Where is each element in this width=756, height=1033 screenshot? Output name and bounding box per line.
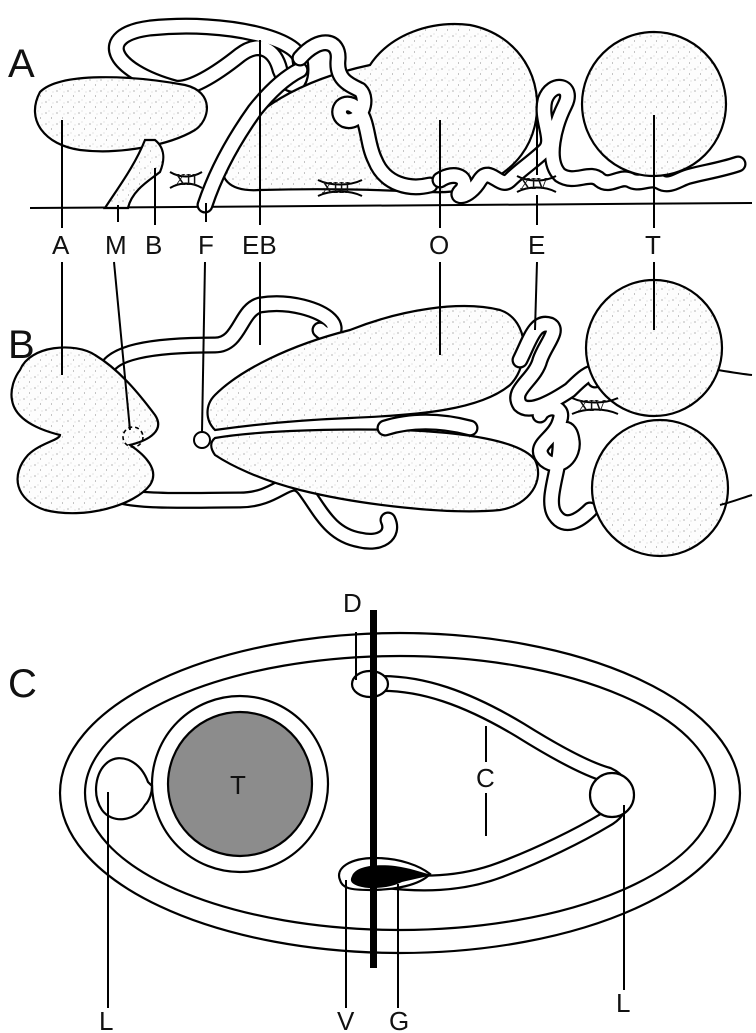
panel-a-letter: A xyxy=(8,42,35,86)
atrium-a xyxy=(35,77,207,151)
segment-xiii-label: XIII xyxy=(322,179,351,197)
label-d: D xyxy=(343,588,362,618)
label-l-right: L xyxy=(616,988,630,1018)
label-eb: EB xyxy=(242,230,277,260)
label-row-a: A M B F EB O E T xyxy=(52,230,661,260)
segment-xii-label: XII xyxy=(175,171,198,189)
body-wall-line xyxy=(30,203,752,208)
label-c: C xyxy=(476,763,495,793)
label-t-c: T xyxy=(230,770,246,800)
label-m: M xyxy=(105,230,127,260)
segment-xiv-label: XIV xyxy=(520,175,549,193)
panel-b: B XIV xyxy=(8,262,752,556)
panel-c: C D C T L V G xyxy=(8,588,740,1033)
panel-a: A XII XIII xyxy=(8,24,752,260)
axis-bar xyxy=(370,610,377,968)
panel-c-letter: C xyxy=(8,662,37,706)
lateral-vessel-right xyxy=(590,773,634,817)
label-f: F xyxy=(198,230,214,260)
testis-b-lower xyxy=(592,420,728,556)
label-e: E xyxy=(528,230,545,260)
label-a: A xyxy=(52,230,70,260)
label-l-left: L xyxy=(99,1006,113,1033)
female-pore-b xyxy=(194,432,210,448)
label-v: V xyxy=(337,1006,355,1033)
lateral-vessel-left xyxy=(96,758,152,819)
label-t: T xyxy=(645,230,661,260)
label-b: B xyxy=(145,230,162,260)
segment-xiv-label-b: XIV xyxy=(578,397,607,415)
label-g: G xyxy=(389,1006,409,1033)
atrium-b xyxy=(11,347,158,513)
ovary-b-upper xyxy=(208,306,524,430)
label-o: O xyxy=(429,230,449,260)
